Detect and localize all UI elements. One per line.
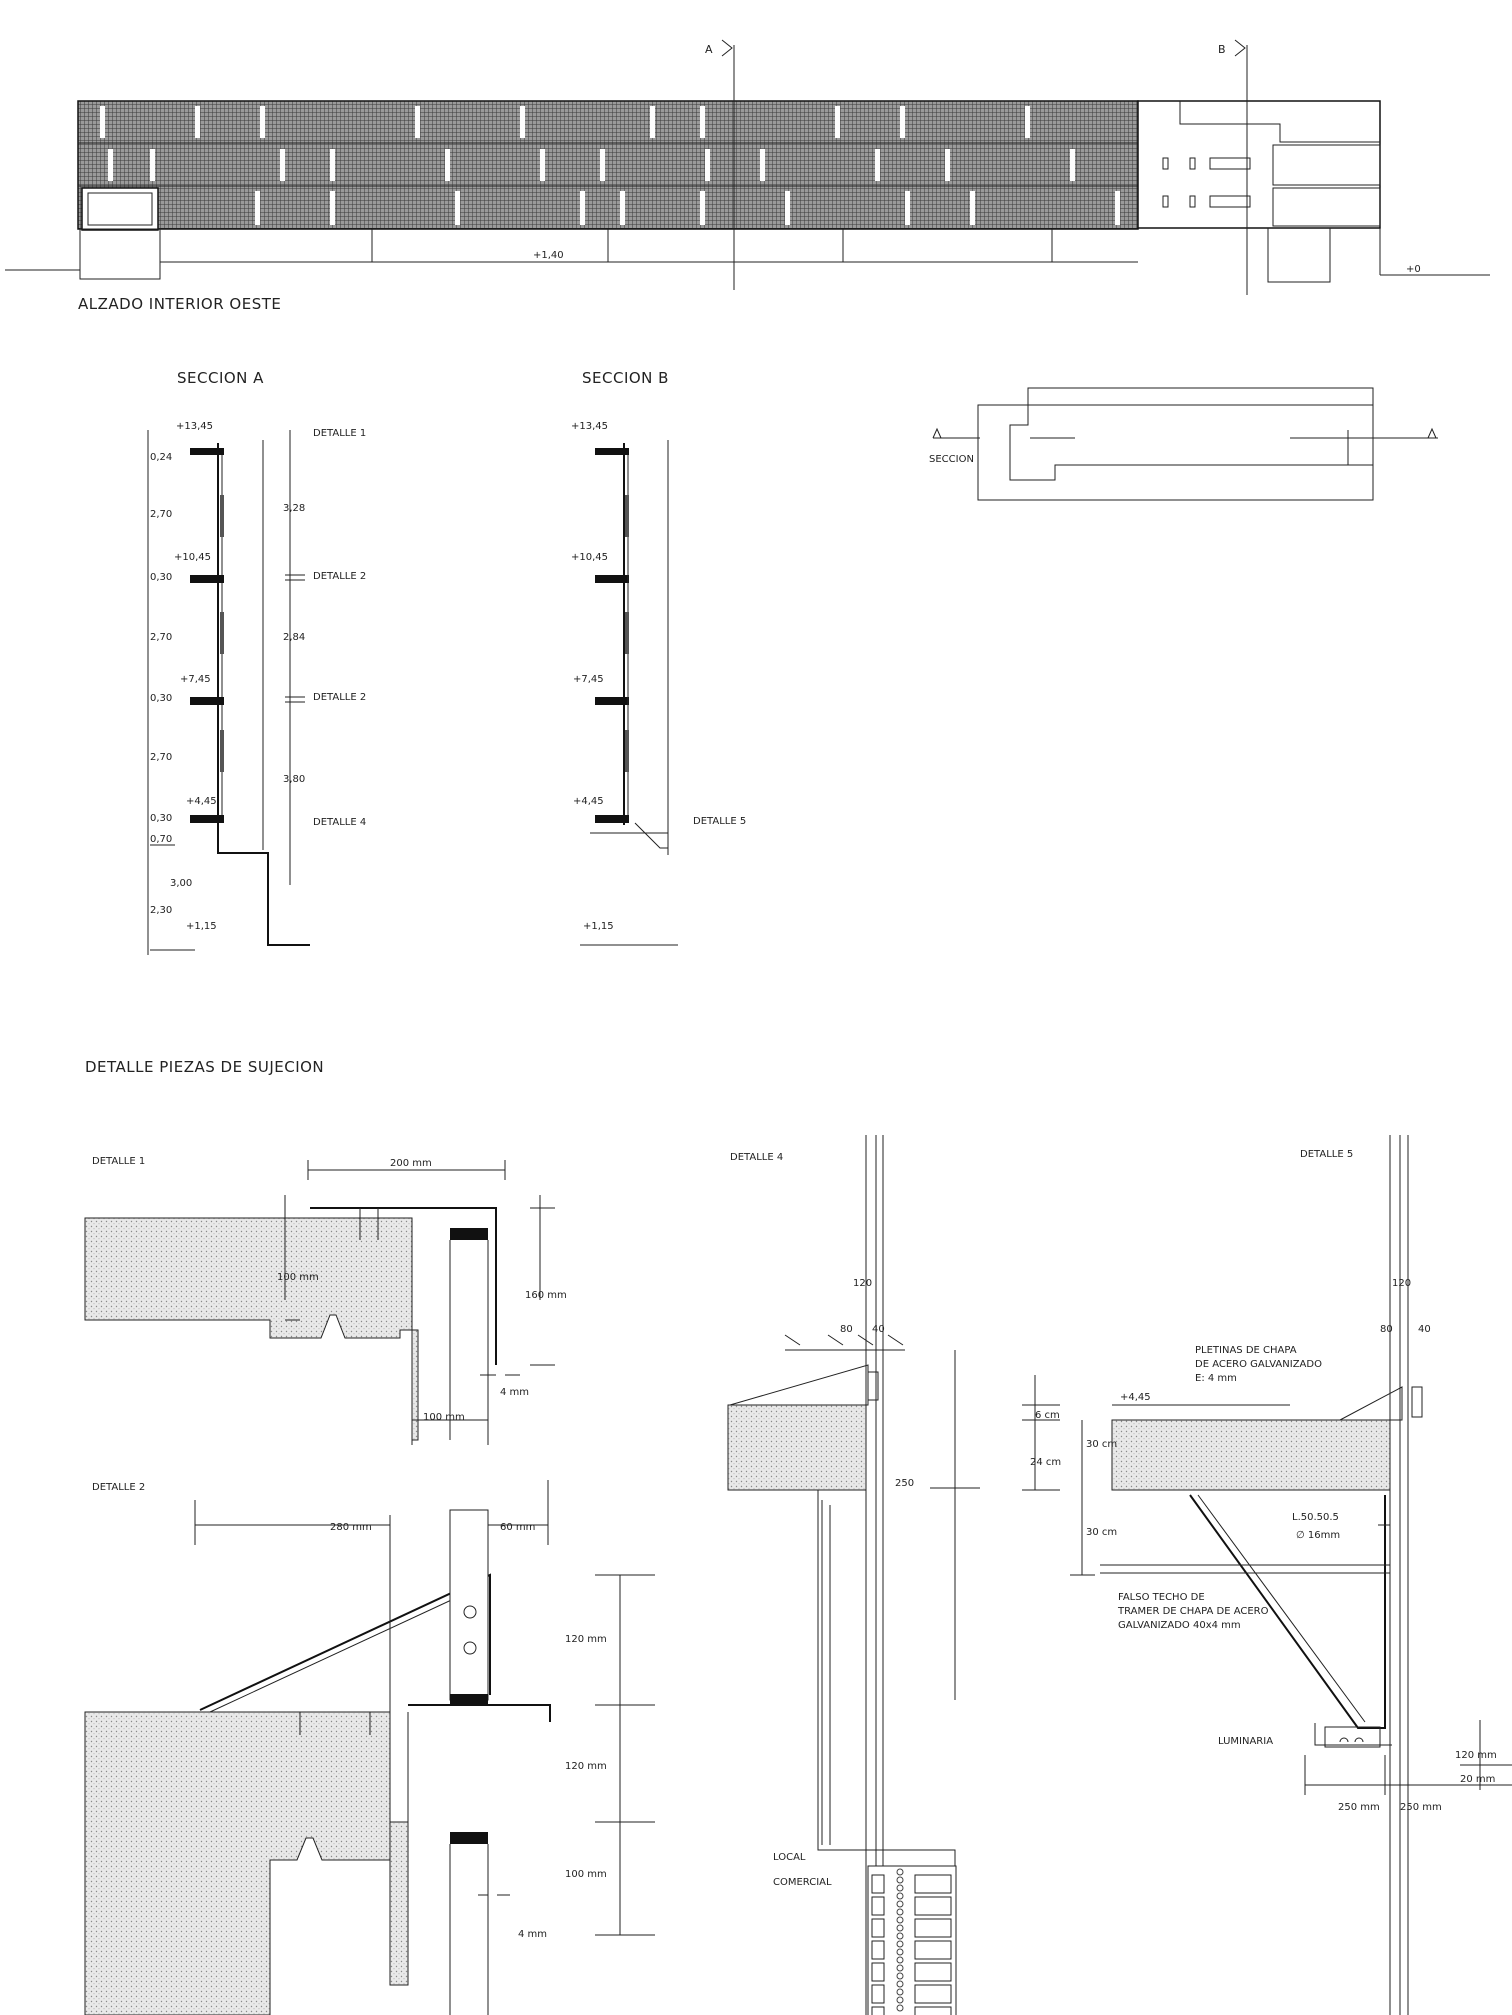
section-a-dim-3: 0,30 [150,572,172,583]
detail-5-note-pletinas-3: E: 4 mm [1195,1373,1237,1384]
detail-5-note-luminaria: LUMINARIA [1218,1736,1273,1747]
detail-2-dim-100: 100 mm [565,1869,607,1880]
section-a-dim-8: 0,70 [150,834,172,845]
detail-2-title: DETALLE 2 [92,1482,145,1493]
elevation-level-1-40: +1,40 [533,250,564,261]
elevation-openings [100,106,1120,225]
detail-5-level: +4,45 [1120,1392,1151,1403]
elevation-title: ALZADO INTERIOR OESTE [78,295,281,313]
section-a-dim-right-2: 2,84 [283,632,305,643]
detail-2-dim-120a: 120 mm [565,1634,607,1645]
section-b-detail-5: DETALLE 5 [693,816,746,827]
detail-1-dim-100b: 100 mm [423,1412,465,1423]
section-a-detail-2b: DETALLE 2 [313,692,366,703]
detail-5-note-ceiling-1: FALSO TECHO DE [1118,1592,1205,1603]
detail-5-note-ceiling-3: GALVANIZADO 40x4 mm [1118,1620,1241,1631]
detail-1-dim-200: 200 mm [390,1158,432,1169]
detail-4-brick-wall [871,1868,952,2015]
detail-5-dim-120mm: 120 mm [1455,1750,1497,1761]
section-mark-b: B [1218,43,1226,56]
section-a-level-10-45: +10,45 [174,552,211,563]
detail-4-title: DETALLE 4 [730,1152,783,1163]
detail-2-dim-120b: 120 mm [565,1761,607,1772]
section-a-level-1-15: +1,15 [186,921,217,932]
section-a-drawing [147,430,310,955]
detail-4-dim-120: 120 [853,1278,872,1289]
detail-5-dim-80: 80 [1380,1324,1393,1335]
detail-5-note-pletinas-2: DE ACERO GALVANIZADO [1195,1359,1322,1370]
section-a-level-7-45: +7,45 [180,674,211,685]
detail-5-dim-30cm-a: 30 cm [1086,1439,1117,1450]
section-mark-a: A [705,43,713,56]
detail-1-title: DETALLE 1 [92,1156,145,1167]
detail-5-note-angle: L.50.50.5 [1292,1512,1339,1523]
section-a-dim-7: 0,30 [150,813,172,824]
detail-5-title: DETALLE 5 [1300,1149,1353,1160]
section-a-dim-5: 0,30 [150,693,172,704]
detail-4-dim-250: 250 [895,1478,914,1489]
section-a-dim-1: 0,24 [150,452,172,463]
section-b-title: SECCION B [582,369,669,387]
detail-4-room-1: LOCAL [773,1852,806,1863]
elevation-level-0: +0 [1406,264,1421,275]
section-b-level-1-15: +1,15 [583,921,614,932]
detail-5-dim-120: 120 [1392,1278,1411,1289]
detail-5-note-pletinas-1: PLETINAS DE CHAPA [1195,1345,1297,1356]
section-a-detail-2a: DETALLE 2 [313,571,366,582]
detail-1-drawing [84,1160,555,1445]
detail-5-drawing [1022,1135,1512,2015]
detail-5-note-ceiling-2: TRAMER DE CHAPA DE ACERO [1117,1606,1269,1617]
detail-5-dim-250b: 250 mm [1400,1802,1442,1813]
detail-2-drawing [84,1480,655,2015]
elevation-drawing [5,39,1490,295]
section-a-title: SECCION A [177,369,264,387]
detail-5-dim-250a: 250 mm [1338,1802,1380,1813]
detail-5-dim-20mm: 20 mm [1460,1774,1495,1785]
detail-1-dim-160: 160 mm [525,1290,567,1301]
section-b-level-10-45: +10,45 [571,552,608,563]
detail-5-dim-6cm: 6 cm [1035,1410,1060,1421]
detail-5-dim-40: 40 [1418,1324,1431,1335]
detail-4-dim-40: 40 [872,1324,885,1335]
key-plan [932,387,1438,501]
section-b-drawing [580,440,678,946]
section-a-dim-right-3: 3,80 [283,774,305,785]
section-a-dim-10: 2,30 [150,905,172,916]
key-plan-label: SECCION [929,454,974,465]
section-a-dim-9: 3,00 [170,878,192,889]
section-b-level-7-45: +7,45 [573,674,604,685]
detail-2-dim-60: 60 mm [500,1522,535,1533]
section-a-detail-4: DETALLE 4 [313,817,366,828]
section-b-level-4-45: +4,45 [573,796,604,807]
detail-2-dim-4: 4 mm [518,1929,547,1940]
detail-2-dim-280: 280 mm [330,1522,372,1533]
section-a-dim-right-1: 3,28 [283,503,305,514]
detail-1-dim-100a: 100 mm [277,1272,319,1283]
section-a-dim-2: 2,70 [150,509,172,520]
detail-5-dim-24cm: 24 cm [1030,1457,1061,1468]
section-a-dim-4: 2,70 [150,632,172,643]
section-a-dim-6: 2,70 [150,752,172,763]
detail-5-note-bar: ∅ 16mm [1296,1530,1340,1541]
section-a-level-13-45: +13,45 [176,421,213,432]
detail-4-drawing [727,1135,980,2015]
detail-5-dim-30cm-b: 30 cm [1086,1527,1117,1538]
detail-4-room-2: COMERCIAL [773,1877,832,1888]
section-b-level-13-45: +13,45 [571,421,608,432]
details-title: DETALLE PIEZAS DE SUJECION [85,1058,324,1076]
detail-1-dim-4: 4 mm [500,1387,529,1398]
section-a-level-4-45: +4,45 [186,796,217,807]
section-a-detail-1: DETALLE 1 [313,428,366,439]
detail-4-dim-80: 80 [840,1324,853,1335]
